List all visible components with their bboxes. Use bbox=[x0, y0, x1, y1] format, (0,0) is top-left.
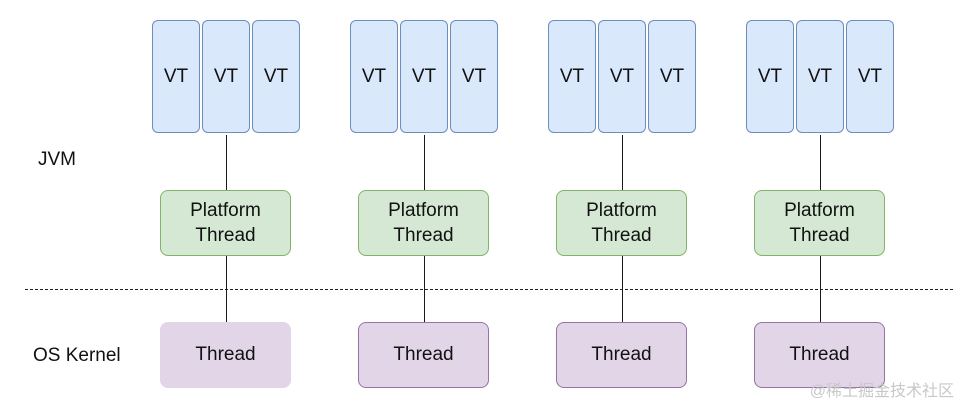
os-kernel-layer-label: OS Kernel bbox=[33, 345, 121, 366]
virtual-thread-box: VT bbox=[450, 20, 498, 133]
jvm-layer-label: JVM bbox=[38, 149, 76, 170]
platform-thread-label-line2: Thread bbox=[789, 225, 850, 246]
platform-thread-label-line2: Thread bbox=[393, 225, 454, 246]
jvm-os-boundary-line bbox=[25, 289, 953, 290]
platform-thread-label-line1: Platform bbox=[388, 200, 459, 221]
platform-thread-label-line1: Platform bbox=[190, 200, 261, 221]
virtual-thread-group-1: VT VT VT bbox=[152, 20, 302, 135]
virtual-thread-box: VT bbox=[400, 20, 448, 133]
platform-thread-box-3: Platform Thread bbox=[556, 190, 687, 256]
virtual-thread-box: VT bbox=[252, 20, 300, 133]
vt-to-platform-connector-2 bbox=[424, 135, 425, 190]
platform-thread-label-line2: Thread bbox=[591, 225, 652, 246]
platform-to-os-connector-4 bbox=[820, 256, 821, 322]
platform-thread-label-line1: Platform bbox=[784, 200, 855, 221]
virtual-thread-box: VT bbox=[846, 20, 894, 133]
platform-to-os-connector-2 bbox=[424, 256, 425, 322]
os-thread-box-1: Thread bbox=[160, 322, 291, 388]
virtual-thread-box: VT bbox=[548, 20, 596, 133]
virtual-thread-box: VT bbox=[746, 20, 794, 133]
os-thread-box-4: Thread bbox=[754, 322, 885, 388]
virtual-thread-box: VT bbox=[598, 20, 646, 133]
vt-to-platform-connector-3 bbox=[622, 135, 623, 190]
platform-thread-box-2: Platform Thread bbox=[358, 190, 489, 256]
virtual-thread-group-3: VT VT VT bbox=[548, 20, 698, 135]
vt-to-platform-connector-1 bbox=[226, 135, 227, 190]
virtual-thread-box: VT bbox=[648, 20, 696, 133]
virtual-thread-group-2: VT VT VT bbox=[350, 20, 500, 135]
virtual-thread-box: VT bbox=[152, 20, 200, 133]
platform-to-os-connector-3 bbox=[622, 256, 623, 322]
platform-to-os-connector-1 bbox=[226, 256, 227, 322]
platform-thread-label-line2: Thread bbox=[195, 225, 256, 246]
os-thread-box-3: Thread bbox=[556, 322, 687, 388]
virtual-thread-box: VT bbox=[796, 20, 844, 133]
virtual-thread-box: VT bbox=[202, 20, 250, 133]
platform-thread-box-1: Platform Thread bbox=[160, 190, 291, 256]
watermark-text: @稀土掘金技术社区 bbox=[809, 383, 954, 400]
virtual-thread-group-4: VT VT VT bbox=[746, 20, 896, 135]
vt-to-platform-connector-4 bbox=[820, 135, 821, 190]
virtual-thread-box: VT bbox=[350, 20, 398, 133]
platform-thread-label-line1: Platform bbox=[586, 200, 657, 221]
platform-thread-box-4: Platform Thread bbox=[754, 190, 885, 256]
os-thread-box-2: Thread bbox=[358, 322, 489, 388]
